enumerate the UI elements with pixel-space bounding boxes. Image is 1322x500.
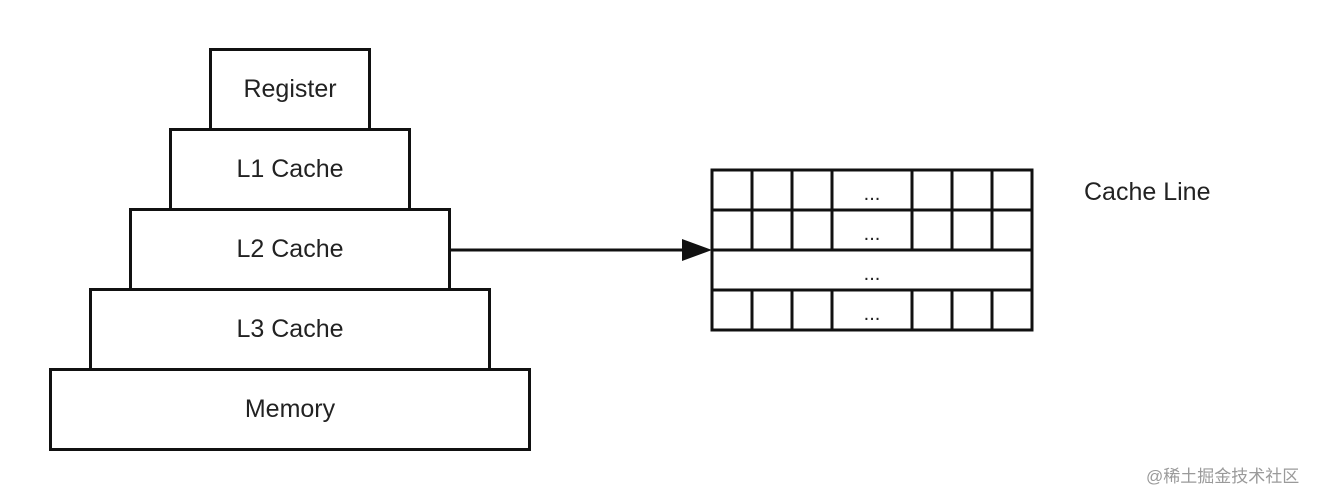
memory-label: Memory bbox=[244, 395, 336, 423]
ellipsis-row-3: ... bbox=[864, 263, 881, 285]
memory-level: Memory bbox=[49, 368, 531, 451]
ellipsis-row-4: ... bbox=[864, 303, 881, 325]
ellipsis-row-1: ... bbox=[864, 183, 881, 205]
l3-cache-level: L3 Cache bbox=[89, 288, 491, 371]
l2-cache-label: L2 Cache bbox=[236, 235, 344, 263]
cache-line-caption: Cache Line bbox=[1084, 178, 1211, 206]
watermark: @稀土掘金技术社区 bbox=[1146, 467, 1300, 486]
l2-cache-level: L2 Cache bbox=[129, 208, 451, 291]
cache-line-row-4 bbox=[750, 290, 994, 330]
l1-cache-label: L1 Cache bbox=[236, 155, 344, 183]
cache-line-row-1 bbox=[750, 170, 994, 210]
register-label: Register bbox=[243, 75, 337, 103]
arrow-head bbox=[682, 239, 712, 261]
ellipsis-row-2: ... bbox=[864, 223, 881, 245]
l3-cache-label: L3 Cache bbox=[236, 315, 344, 343]
register-level: Register bbox=[209, 48, 371, 131]
cache-line-row-2 bbox=[750, 210, 994, 250]
